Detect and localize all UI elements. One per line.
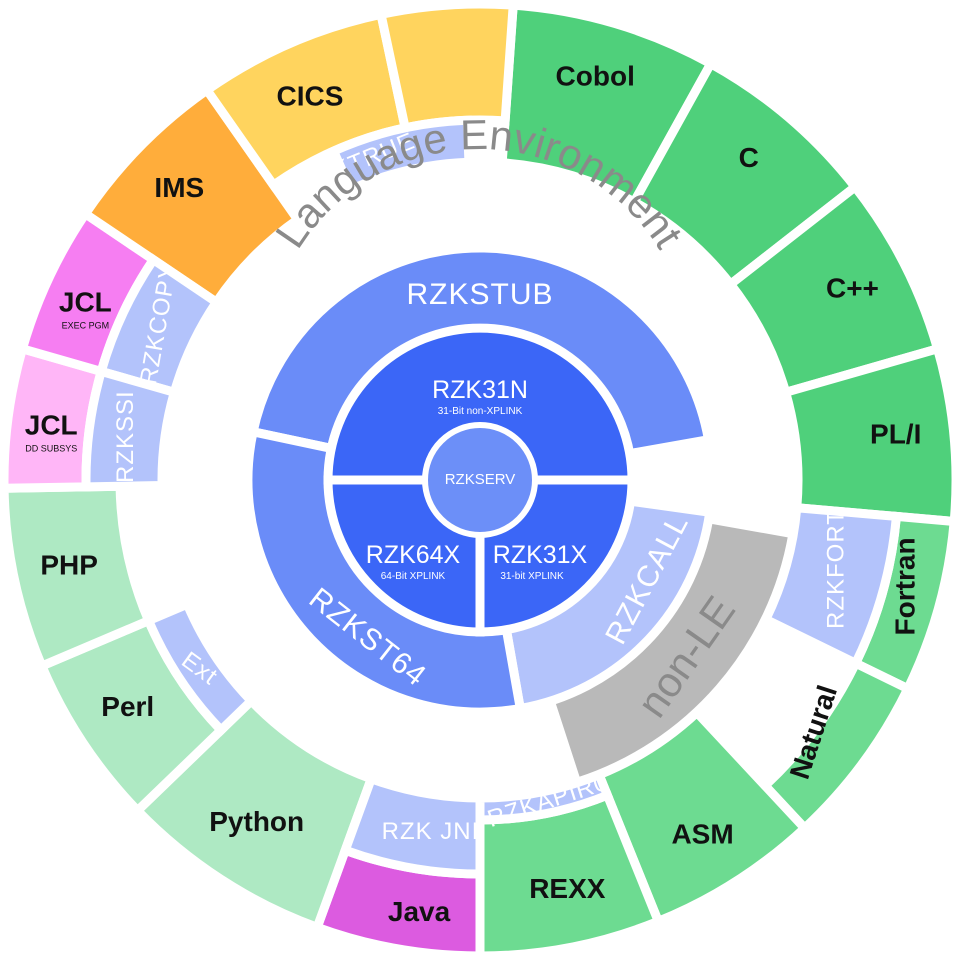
segment-cics-extension	[375, 0, 519, 134]
module-rzktrue	[327, 115, 474, 196]
module-rzkjni-label: RZK JNI	[382, 818, 480, 845]
label-php: PHP	[40, 550, 98, 581]
module-ext	[142, 598, 258, 737]
label-c: C	[739, 142, 759, 173]
rzkserv-label: RZKSERV	[445, 471, 516, 488]
label-jcl: JCL	[25, 410, 78, 441]
sublabel-jcl: DD SUBSYS	[25, 444, 77, 454]
rzk64x-label: RZK64X	[366, 541, 461, 569]
label-cics: CICS	[277, 81, 344, 112]
label-perl: Perl	[101, 691, 154, 722]
rzkstub-label: RZKSTUB	[406, 278, 553, 311]
label-asm: ASM	[671, 819, 733, 850]
rzk31n-segment	[323, 323, 637, 485]
label-java: Java	[388, 896, 451, 927]
label-jcl: JCL	[59, 287, 112, 318]
rzk31n-label: RZK31N	[432, 376, 528, 404]
label-pl-i: PL/I	[870, 419, 921, 450]
label-ims: IMS	[154, 172, 204, 203]
rzkserv-circle	[422, 422, 538, 538]
module-rzkapiro	[475, 768, 614, 825]
module-rzkcopy	[95, 253, 223, 398]
label-c: C++	[826, 273, 879, 304]
module-rzkssi-label: RZKSSI	[112, 390, 139, 483]
core-ring	[323, 323, 637, 637]
label-rexx: REXX	[529, 873, 606, 904]
module-rzkfort-label: RZKFORT	[822, 509, 849, 629]
rzk31x-sublabel: 31-bit XPLINK	[500, 571, 564, 582]
label-cobol: Cobol	[556, 61, 635, 92]
rzk31n-sublabel: 31-Bit non-XPLINK	[438, 406, 523, 417]
label-python: Python	[209, 806, 304, 837]
sublabel-jcl: EXEC PGM	[62, 321, 110, 331]
rzk64x-sublabel: 64-Bit XPLINK	[381, 571, 446, 582]
module-rzkssi	[81, 365, 180, 492]
rzk31x-label: RZK31X	[493, 541, 588, 569]
module-rzkjni	[339, 773, 485, 879]
